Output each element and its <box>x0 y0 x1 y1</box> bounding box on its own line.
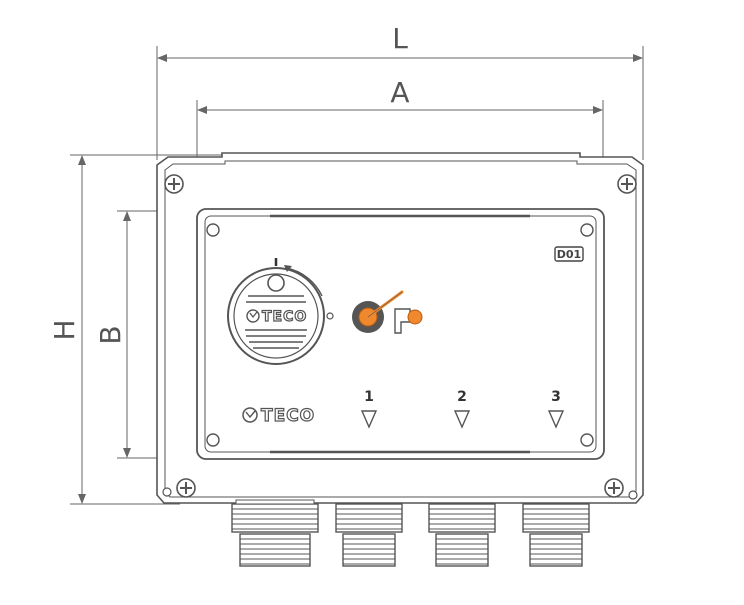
screw-bottom-right <box>604 478 624 498</box>
screw-bottom-left <box>176 478 196 498</box>
rotary-switch[interactable]: TECO <box>227 258 334 365</box>
screw-top-left <box>164 174 184 194</box>
off-mark <box>326 312 334 320</box>
port-marker-3: 3 <box>547 389 565 429</box>
mount-hole-right <box>628 490 638 500</box>
cable-gland-1 <box>335 503 403 567</box>
switch-brand-text: TECO <box>262 309 307 325</box>
triangle-down-icon <box>360 410 378 429</box>
panel-brand-text: TECO <box>261 406 315 426</box>
panel-screw-top-left <box>193 223 220 246</box>
triangle-down-icon <box>547 410 565 429</box>
port-marker-2: 2 <box>453 389 471 429</box>
model-badge: D01 <box>554 246 584 262</box>
cable-gland-large <box>231 499 319 567</box>
dim-label-h: H <box>48 319 81 340</box>
port-label-3: 3 <box>551 389 561 405</box>
triangle-down-icon <box>453 410 471 429</box>
dim-label-l: L <box>392 22 408 55</box>
dim-label-b: B <box>94 325 127 344</box>
rotation-arrow-icon <box>285 267 323 297</box>
cable-gland-3 <box>522 503 590 567</box>
switch-knob[interactable] <box>267 274 285 292</box>
orange-lamp-icon <box>352 290 423 334</box>
panel-screw-bottom-left <box>206 433 220 447</box>
mount-hole-left <box>162 487 172 497</box>
cable-glands <box>231 499 590 567</box>
panel-brand-logo: TECO <box>242 405 315 427</box>
panel-screw-bottom-right <box>580 433 594 447</box>
port-marker-1: 1 <box>360 389 378 429</box>
port-label-2: 2 <box>457 389 467 405</box>
port-label-1: 1 <box>364 389 374 405</box>
dimension-lines <box>70 46 644 505</box>
cable-gland-2 <box>428 503 496 567</box>
dim-label-a: A <box>390 76 409 109</box>
teco-logo-mark-icon <box>242 407 258 423</box>
screw-top-right <box>617 174 637 194</box>
panel-screw-top-right <box>580 223 594 237</box>
model-badge-text: D01 <box>557 248 581 261</box>
